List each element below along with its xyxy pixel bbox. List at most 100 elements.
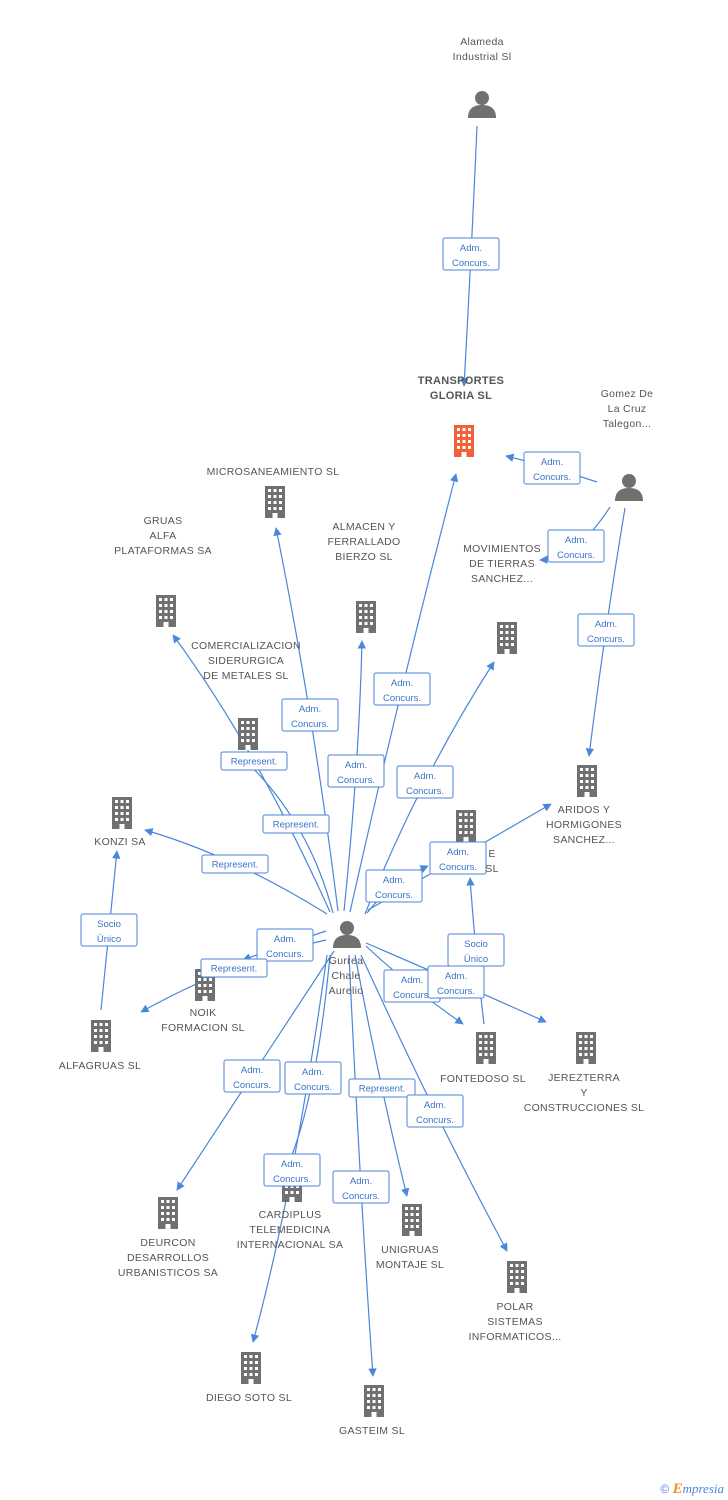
edge-label-text: Concurs.	[393, 990, 431, 1001]
edge-label-gurrea-cardiplus[interactable]: Adm.Concurs.	[284, 1061, 342, 1095]
building-icon	[356, 601, 376, 633]
edge-label-gurrea-konzi[interactable]: Represent.	[201, 854, 269, 874]
edge-label-gomez-movimientos[interactable]: Adm.Concurs.	[547, 529, 605, 563]
edge-label-gurrea-gasteim[interactable]: Adm. Concurs.	[332, 1170, 390, 1204]
node-label: Y	[580, 1087, 587, 1099]
building-icon	[364, 1385, 384, 1417]
node-label: SL	[485, 863, 498, 875]
edge-label-text: Concurs.	[291, 719, 329, 730]
edge-label-box	[396, 765, 454, 799]
edge-label-text: Concurs.	[452, 258, 490, 269]
edge-label-gurrea-fontedoso[interactable]: Adm.Concurs.	[383, 969, 441, 1003]
node-label: ALFA	[150, 530, 177, 542]
edge-label-gurrea-deurcon[interactable]: Adm.Concurs.	[223, 1059, 281, 1093]
edge-label-text: Concurs.	[557, 550, 595, 561]
edge-label-gurrea-aridos[interactable]: Adm.Concurs.	[429, 841, 487, 875]
node-gasteim[interactable]: GASTEIM SL	[339, 1385, 405, 1437]
node-label: CARDIPLUS	[259, 1209, 322, 1221]
edge-label-gurrea-jerezterra[interactable]: Adm.Concurs.	[427, 965, 485, 999]
building-icon	[456, 810, 476, 842]
node-label: JEREZTERRA	[548, 1072, 620, 1084]
building-icon	[238, 718, 258, 750]
edge-label-text: Adm.	[541, 457, 563, 468]
edge-label-gomez-transportes[interactable]: Adm.Concurs.	[523, 451, 581, 485]
node-label: SANCHEZ...	[553, 834, 615, 846]
edge-label-box	[263, 1153, 321, 1187]
edge-label-gurrea-comercial[interactable]: Represent.	[262, 814, 330, 834]
node-label: KONZI SA	[94, 836, 145, 848]
edge-label-gurrea-unigruas[interactable]: Represent.	[348, 1078, 416, 1098]
node-alfagruas[interactable]: ALFAGRUAS SL	[59, 1020, 141, 1072]
edge-label-box	[220, 751, 288, 771]
edge-label-gurrea-transportes[interactable]: Adm.Concurs.	[373, 672, 431, 706]
edge-label-text: Socio	[464, 939, 488, 950]
edge-label-text: Concurs.	[337, 775, 375, 786]
building-icon	[576, 1032, 596, 1064]
node-fontedoso[interactable]: FONTEDOSO SL	[440, 1032, 526, 1085]
edge-label-text: Concurs.	[439, 862, 477, 873]
edge-label-text: Concurs.	[342, 1191, 380, 1202]
edge-label-text: Adm.	[424, 1100, 446, 1111]
edge-label-gurrea-polar[interactable]: Adm.Concurs.	[406, 1094, 464, 1128]
node-unigruas[interactable]: UNIGRUAS MONTAJE SL	[376, 1204, 444, 1271]
node-diego[interactable]: DIEGO SOTO SL	[206, 1352, 292, 1404]
edge-label-box	[365, 869, 423, 903]
node-label: UNIGRUAS	[381, 1244, 439, 1256]
edge-label-text: Adm.	[414, 771, 436, 782]
building-icon	[577, 765, 597, 797]
edge-label-box	[447, 933, 505, 967]
edge-label-gurrea-almacen[interactable]: Adm.Concurs.	[327, 754, 385, 788]
node-label: FORMACION SL	[161, 1022, 245, 1034]
node-label: DE METALES SL	[203, 670, 288, 682]
node-aridos[interactable]: ARIDOS YHORMIGONESSANCHEZ...	[546, 765, 622, 846]
node-hidden[interactable]: ESL	[456, 810, 499, 875]
node-label: ARIDOS Y	[558, 804, 610, 816]
edge-label-gurrea-diego[interactable]: Adm.Concurs.	[263, 1153, 321, 1187]
edge-label-box	[281, 698, 339, 732]
edge-label-gurrea-hidden[interactable]: Adm.Concurs.	[365, 869, 423, 903]
node-label: URBANISTICOS SA	[118, 1267, 218, 1279]
building-icon	[91, 1020, 111, 1052]
node-label: TRANSPORTES	[418, 375, 504, 387]
edge-label-text: Adm.	[241, 1065, 263, 1076]
node-label: La Cruz	[608, 403, 647, 415]
edge-gurrea-to-gasteim	[348, 954, 377, 1377]
edge-label-text: Represent.	[231, 757, 277, 768]
node-label: ALMACEN Y	[332, 521, 395, 533]
node-label: ALFAGRUAS SL	[59, 1060, 141, 1072]
node-label: FONTEDOSO SL	[440, 1073, 526, 1085]
empresia-logo[interactable]: Empresia	[672, 1481, 724, 1497]
edge-label-gurrea-noik[interactable]: Adm.Concurs.	[256, 928, 314, 962]
edge-label-text: Adm.	[460, 243, 482, 254]
edge-label-text: Concurs.	[294, 1082, 332, 1093]
edge-label-text: Adm.	[595, 619, 617, 630]
node-microsan[interactable]: MICROSANEAMIENTO SL	[207, 466, 340, 518]
edge-label-box	[223, 1059, 281, 1093]
edge-label-gurrea-alfagruas[interactable]: Represent.	[200, 958, 268, 978]
edge-label-gomez-aridos[interactable]: Adm.Concurs.	[577, 613, 635, 647]
edge-label-gurrea-gruas[interactable]: Represent.	[220, 751, 288, 771]
node-polar[interactable]: POLARSISTEMASINFORMATICOS...	[469, 1261, 562, 1343]
edge-label-gurrea-microsan[interactable]: Adm.Concurs.	[281, 698, 339, 732]
edge-label-box	[523, 451, 581, 485]
node-konzi[interactable]: KONZI SA	[94, 797, 145, 848]
node-label: MOVIMIENTOS	[463, 543, 541, 555]
node-label: MONTAJE SL	[376, 1259, 444, 1271]
edge-label-alameda-transportes[interactable]: Adm. Concurs.	[442, 237, 500, 271]
edge-label-gurrea-movimientos[interactable]: Adm.Concurs.	[396, 765, 454, 799]
edge-label-text: Adm.	[350, 1176, 372, 1187]
